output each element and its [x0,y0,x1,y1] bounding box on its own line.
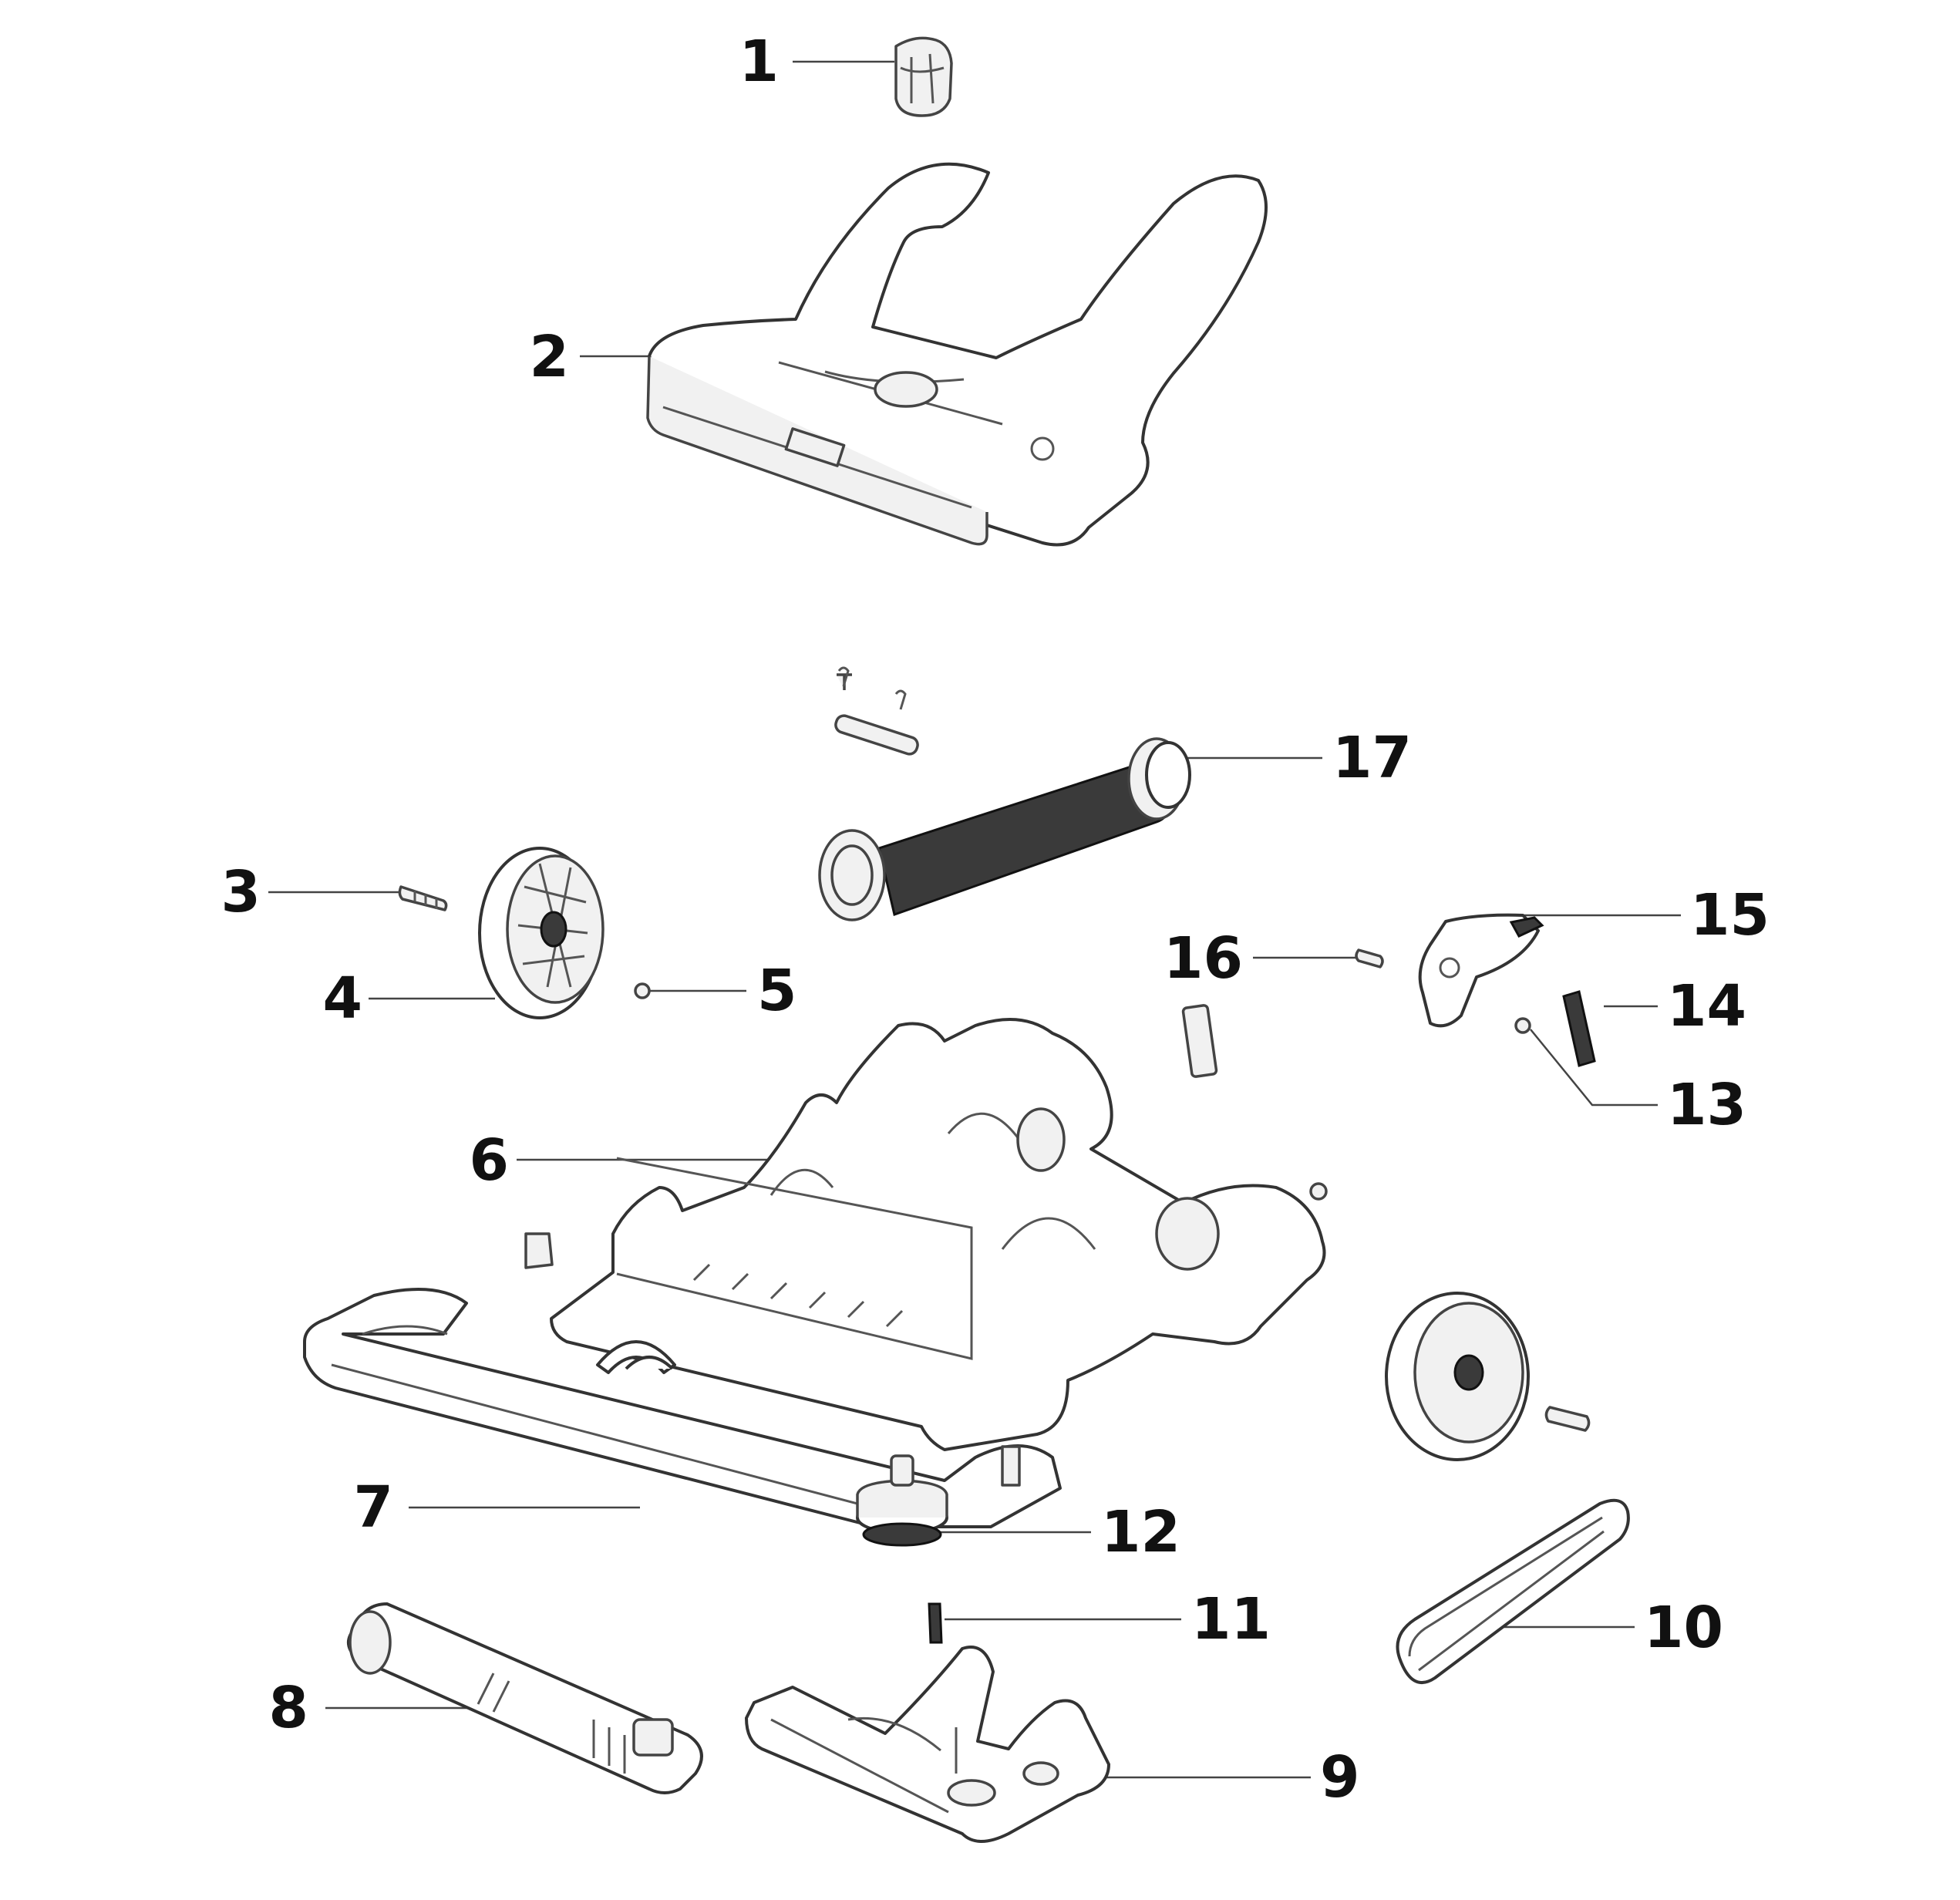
part-4-wheel [478,847,605,1019]
callout-3: 3 [221,859,261,925]
part-10-belt [1396,1498,1630,1684]
part-16-screw [1355,948,1384,969]
callout-9: 9 [1320,1744,1360,1811]
callout-14: 14 [1667,973,1746,1039]
callout-1: 1 [739,29,780,95]
part-13-ball [1514,1017,1531,1034]
part-15-lever [1418,913,1544,1028]
part-14-spring [1562,990,1596,1067]
callout-labels: 1 2 3 4 5 6 7 8 9 10 11 12 13 14 15 16 1… [221,29,1770,1811]
right-wheel [1385,1292,1591,1461]
part-5-nut [634,982,651,999]
part-1-knob [894,36,953,117]
callout-17: 17 [1332,725,1412,791]
callout-16: 16 [1164,925,1243,992]
part-11-pin [928,1602,943,1644]
callout-15: 15 [1690,882,1770,948]
part-17-brushroll [818,666,1191,921]
part-6-base [550,1004,1328,1451]
part-3-axle-pin [398,885,448,911]
part-7-bumper [303,1288,1062,1528]
callout-2: 2 [530,324,570,390]
callout-8: 8 [269,1675,309,1741]
part-12-clip [1001,1445,1021,1487]
callout-11: 11 [1191,1586,1271,1652]
callout-5: 5 [757,958,797,1024]
leader-lines [268,60,1681,1779]
callout-6: 6 [470,1127,510,1194]
part-8-agitator [347,1602,703,1794]
callout-13: 13 [1667,1072,1746,1138]
part-2-hood [646,162,1268,547]
part-9-frame [745,1646,1110,1843]
callout-10: 10 [1644,1595,1723,1661]
callout-12: 12 [1101,1499,1180,1565]
part-7-clips [524,1232,676,1374]
callout-4: 4 [323,965,363,1032]
callout-7: 7 [354,1474,394,1541]
part-12-pulley [856,1454,948,1547]
